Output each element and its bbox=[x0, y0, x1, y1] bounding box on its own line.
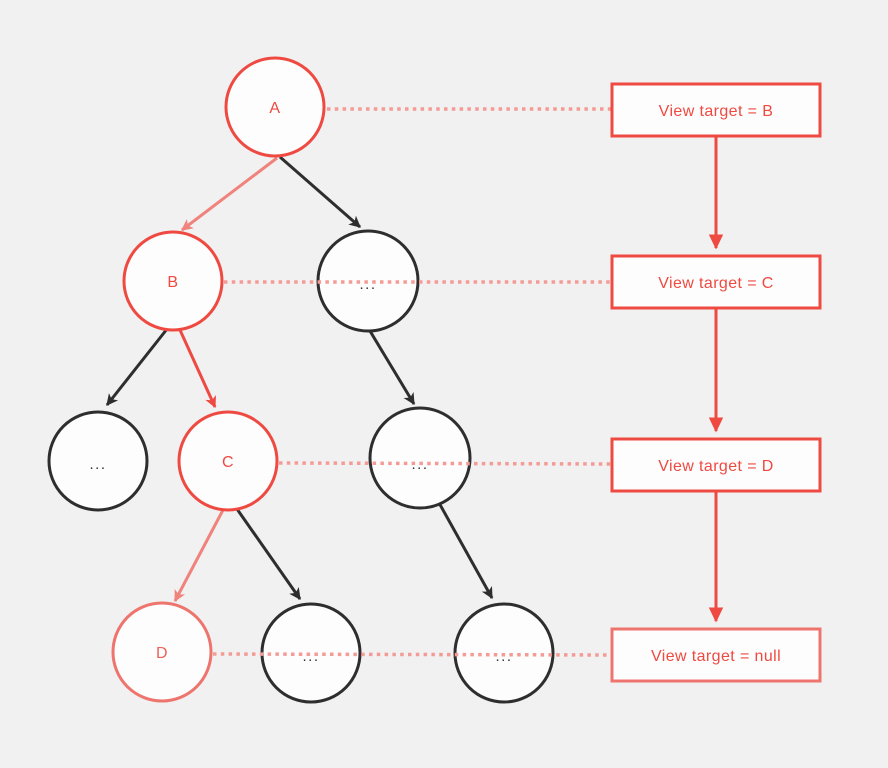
view-target-box-3-label: View target = D bbox=[658, 458, 774, 475]
node-b: B bbox=[122, 230, 224, 332]
view-target-box-2-rect bbox=[610, 254, 822, 310]
tree-nodes: A B ... ... C ... D ... bbox=[47, 56, 555, 704]
node-row3-right-ellipsis-label: ... bbox=[411, 456, 428, 473]
node-b-label: B bbox=[167, 274, 178, 291]
node-a-label: A bbox=[269, 100, 280, 117]
node-c-circle bbox=[177, 410, 279, 512]
node-row4-right-ellipsis-label: ... bbox=[495, 648, 512, 665]
tree-edges bbox=[105, 155, 494, 603]
node-row2-ellipsis-label: ... bbox=[359, 276, 376, 293]
view-target-box-3-rect bbox=[610, 437, 822, 493]
edge-c-to-d-arrow-icon bbox=[173, 509, 225, 603]
view-target-box-4-rect bbox=[610, 627, 822, 683]
edge-row2-ellipsis-to-row3-right-ellipsis-arrow-icon bbox=[368, 330, 416, 405]
node-row3-right-ellipsis-circle bbox=[368, 406, 472, 510]
edge-a-to-b-arrow-icon bbox=[181, 156, 278, 232]
view-target-box-1-label: View target = B bbox=[659, 103, 774, 120]
view-target-box-4-label: View target = null bbox=[651, 648, 781, 665]
node-c: C bbox=[177, 410, 279, 512]
node-row3-left-ellipsis-circle bbox=[47, 410, 149, 512]
node-row3-left-ellipsis-label: ... bbox=[89, 456, 106, 473]
edge-b-to-row3-left-ellipsis-arrow-icon bbox=[105, 328, 169, 406]
node-row3-left-ellipsis: ... bbox=[47, 410, 149, 512]
node-b-circle bbox=[122, 230, 224, 332]
node-d-label: D bbox=[156, 645, 168, 662]
view-target-box-1: View target = B bbox=[610, 82, 822, 138]
edge-c-to-row4-mid-ellipsis-arrow-icon bbox=[235, 508, 302, 600]
dotted-link-c-to-box3 bbox=[278, 461, 612, 466]
edge-row3-right-to-row4-right-ellipsis-arrow-icon bbox=[436, 500, 494, 600]
node-row3-right-ellipsis: ... bbox=[368, 406, 472, 510]
edge-b-to-c-arrow-icon bbox=[178, 329, 217, 409]
edge-a-to-row2-ellipsis-arrow-icon bbox=[279, 155, 361, 229]
view-target-box-2: View target = C bbox=[610, 254, 822, 310]
node-d-circle bbox=[111, 601, 213, 703]
node-a: A bbox=[224, 56, 326, 158]
node-d: D bbox=[111, 601, 213, 703]
view-target-box-4: View target = null bbox=[610, 627, 822, 683]
dotted-links bbox=[212, 107, 612, 657]
view-target-box-2-label: View target = C bbox=[658, 275, 774, 292]
view-target-box-1-rect bbox=[610, 82, 822, 138]
node-c-label: C bbox=[222, 454, 234, 471]
node-a-circle bbox=[224, 56, 326, 158]
node-row4-mid-ellipsis-label: ... bbox=[302, 648, 319, 665]
view-target-boxes: View target = B View target = C View tar… bbox=[610, 82, 822, 683]
view-target-box-3: View target = D bbox=[610, 437, 822, 493]
node-row2-ellipsis: ... bbox=[316, 229, 420, 333]
